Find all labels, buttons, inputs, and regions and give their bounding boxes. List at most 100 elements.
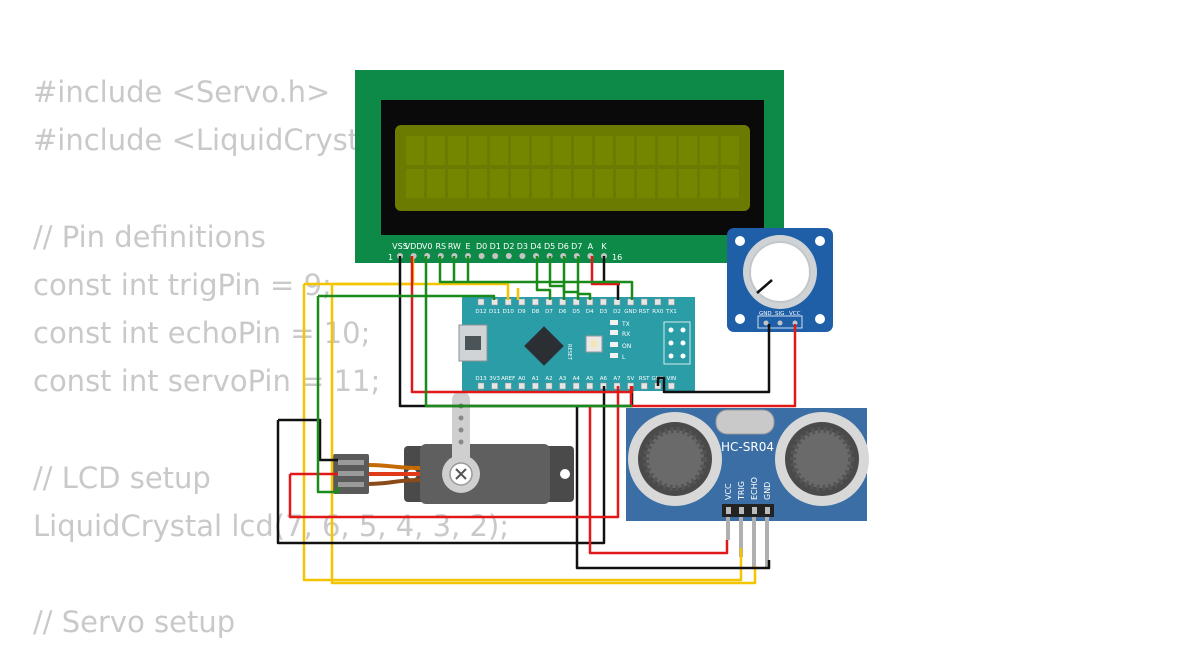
- wire-green[interactable]: [576, 256, 592, 300]
- pot-pin-label: GND: [759, 311, 772, 317]
- lcd-pin-label: VSS: [392, 242, 408, 251]
- led-label: L: [622, 354, 626, 361]
- nano-pin: [640, 382, 648, 390]
- lcd-pin-label: V0: [422, 242, 433, 251]
- pot-mount-hole: [815, 314, 825, 324]
- nano-pin: [668, 298, 675, 306]
- wire-green[interactable]: [316, 296, 340, 494]
- lcd-pin-label: D2: [503, 242, 514, 251]
- wire-yellow[interactable]: [330, 284, 757, 585]
- wire-red[interactable]: [590, 256, 620, 286]
- wire-black[interactable]: [278, 418, 338, 462]
- lcd-cell: [700, 169, 718, 198]
- sensor-pin-label: VCC: [724, 483, 733, 500]
- code-line: const int trigPin = 9;: [33, 267, 332, 302]
- nano-pin: [532, 382, 539, 390]
- nano-pin-label: D9: [518, 309, 526, 315]
- lcd-cell: [595, 169, 613, 198]
- lcd-cell: [574, 169, 592, 198]
- sensor-pin-leg: [726, 517, 730, 540]
- wire-black[interactable]: [575, 406, 771, 570]
- nano-pin: [572, 382, 580, 390]
- lcd-cell: [427, 136, 445, 165]
- nano-pin-label: D13: [475, 376, 487, 382]
- nano-pin-label: D3: [600, 309, 608, 315]
- lcd-pin: [478, 253, 485, 259]
- wire-yellow[interactable]: [302, 284, 743, 582]
- reset-button-cap: [590, 340, 598, 348]
- lcd-cell: [511, 136, 529, 165]
- lcd-cell: [469, 169, 487, 198]
- lcd-cell: [679, 136, 697, 165]
- nano-pin-label: A0: [518, 376, 526, 382]
- lcd-pin-first-label: 1: [388, 253, 393, 262]
- lcd-pin-label: D0: [476, 242, 487, 251]
- icsp-header: [663, 321, 691, 365]
- ultrasonic-sensor[interactable]: HC-SR04 VCC TRIG ECHO GND: [626, 408, 869, 567]
- led-label: TX: [621, 321, 630, 328]
- nano-pin: [654, 298, 662, 306]
- lcd-cell: [532, 169, 550, 198]
- nano-pin-label: D10: [503, 309, 515, 315]
- wire-black[interactable]: [276, 386, 606, 545]
- lcd-cell: [637, 169, 655, 198]
- lcd-pin-label: D3: [517, 242, 528, 251]
- nano-pin-label: 3V3: [489, 376, 500, 382]
- nano-pin-label: GND: [624, 309, 637, 315]
- code-line: #include <Servo.h>: [33, 75, 331, 109]
- nano-pin: [600, 298, 607, 306]
- wire-green[interactable]: [318, 294, 496, 300]
- sensor-pin-gnd: [765, 507, 770, 514]
- lcd-cell: [469, 136, 487, 165]
- wire-red[interactable]: [629, 324, 797, 408]
- wire-black[interactable]: [656, 324, 771, 394]
- pot-pin-gnd: [763, 320, 769, 326]
- pot-knob[interactable]: [749, 241, 811, 303]
- code-line: #include <LiquidCryst: [33, 123, 360, 158]
- wire-red[interactable]: [288, 386, 620, 519]
- nano-pin-label: A4: [573, 376, 581, 382]
- wires: [276, 256, 797, 585]
- nano-pin: [640, 298, 648, 306]
- nano-pin: [532, 298, 539, 306]
- servo-connector-pin: [338, 482, 364, 487]
- potentiometer[interactable]: GND SIG VCC: [727, 228, 833, 332]
- nano-pin-label: A2: [545, 376, 552, 382]
- nano-pin-label: D2: [613, 309, 621, 315]
- lcd-cell: [595, 136, 613, 165]
- lcd-cell: [511, 169, 529, 198]
- lcd-cell: [490, 136, 508, 165]
- pot-pin-label: VCC: [789, 311, 801, 317]
- nano-pin-label: RST: [639, 309, 650, 315]
- wire-green[interactable]: [562, 256, 580, 300]
- wire-red[interactable]: [588, 406, 729, 555]
- lcd-pin-label: VDD: [405, 242, 423, 251]
- code-line: // Pin definitions: [33, 219, 266, 254]
- lcd-pin-label: A: [588, 242, 594, 251]
- lcd-cell: [490, 169, 508, 198]
- servo-body: [420, 444, 550, 504]
- servo-cable-ground: [367, 478, 421, 486]
- servo-motor[interactable]: [333, 391, 574, 504]
- servo-cable-signal: [367, 463, 421, 470]
- sensor-crystal: [715, 409, 775, 435]
- lcd-character-grid: [406, 136, 739, 198]
- wire-green[interactable]: [535, 256, 552, 300]
- wire-yellow[interactable]: [332, 282, 510, 300]
- nano-pin: [559, 298, 566, 306]
- lcd-cell: [406, 169, 424, 198]
- nano-pin-label: VIN: [667, 376, 677, 382]
- lcd-cell: [679, 169, 697, 198]
- servo-screw-hole: [560, 469, 570, 479]
- nano-pin-label: 5V: [627, 376, 634, 382]
- lcd-pin-label: D6: [558, 242, 569, 251]
- sensor-pin-leg: [765, 517, 769, 567]
- sensor-pin-echo: [752, 507, 757, 514]
- code-background: #include <Servo.h> #include <LiquidCryst /…: [33, 68, 509, 646]
- wire-green[interactable]: [424, 256, 632, 408]
- nano-pin: [477, 382, 485, 390]
- pot-mount-hole: [735, 314, 745, 324]
